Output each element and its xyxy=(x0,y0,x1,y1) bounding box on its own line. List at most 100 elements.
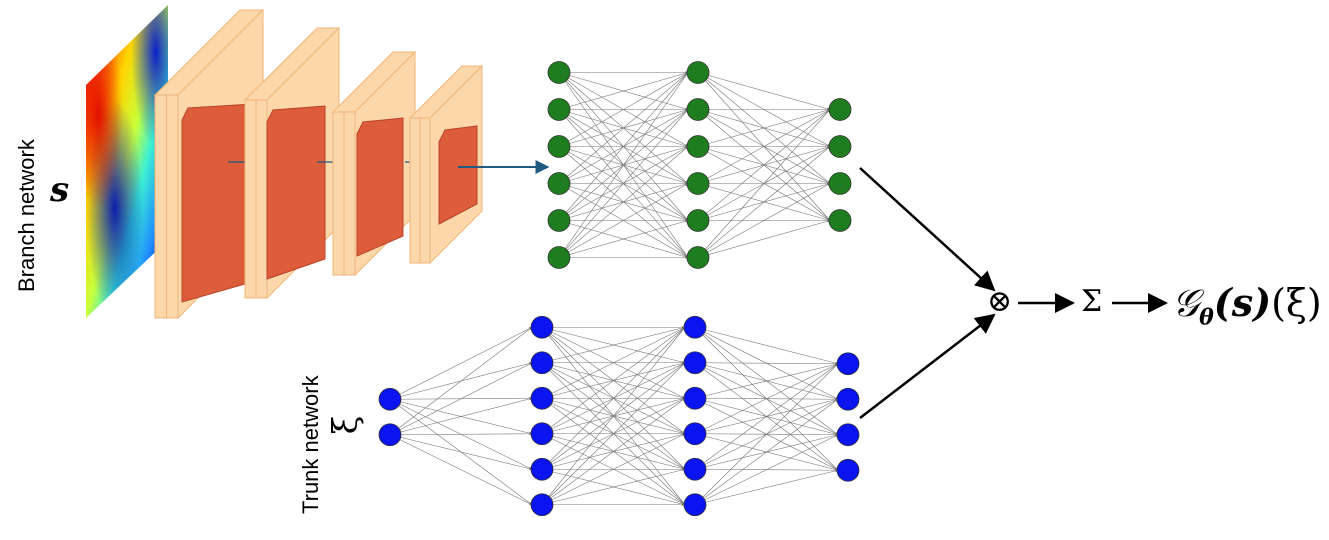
trunk-edge xyxy=(694,362,839,366)
output-expression: 𝒢θ(𝒔)(ξ) xyxy=(1172,280,1322,331)
conv-block-1 xyxy=(153,8,281,320)
trunk-edge xyxy=(389,326,533,400)
trunk-node-l2-1 xyxy=(530,315,554,339)
branch-node-l2-2 xyxy=(686,98,710,121)
trunk-node-l1-2 xyxy=(378,423,402,447)
conv-block-2 xyxy=(243,26,369,300)
trunk-node-l4-2 xyxy=(836,387,860,411)
branch-edge xyxy=(558,109,689,258)
trunk-nodes xyxy=(378,315,860,517)
sum-symbol: Σ xyxy=(1081,284,1103,319)
trunk-edges xyxy=(389,325,839,507)
conv-blocks xyxy=(153,8,484,320)
branch-edge xyxy=(558,183,689,258)
trunk-node-l2-5 xyxy=(530,457,554,481)
trunk-node-l3-1 xyxy=(683,315,707,339)
branch-nodes xyxy=(547,61,852,269)
trunk-node-l1-1 xyxy=(378,387,402,411)
trunk-node-l4-4 xyxy=(836,458,860,482)
trunk-edge xyxy=(541,468,686,506)
trunk-to-product-arrow xyxy=(859,313,996,419)
branch-node-l2-1 xyxy=(686,61,710,84)
branch-node-l3-4 xyxy=(828,209,852,232)
trunk-edge xyxy=(389,432,533,436)
branch-input-symbol: s xyxy=(50,170,70,210)
trunk-edge xyxy=(541,327,686,434)
branch-edge xyxy=(697,109,831,221)
operator-arg-s: (𝒔) xyxy=(1213,280,1272,325)
trunk-edge xyxy=(694,363,839,435)
branch-edge xyxy=(558,71,689,110)
trunk-edge xyxy=(541,327,686,505)
branch-edge xyxy=(558,72,689,258)
trunk-node-l3-4 xyxy=(683,422,707,446)
operator-symbol: 𝒢 xyxy=(1172,281,1200,325)
branch-node-l2-5 xyxy=(686,209,710,232)
trunk-node-l2-6 xyxy=(530,493,554,517)
branch-node-l2-6 xyxy=(686,246,710,269)
product-symbol: ⊗ xyxy=(987,284,1013,319)
trunk-edge xyxy=(694,362,839,399)
branch-node-l1-5 xyxy=(547,209,571,232)
branch-network-label: Branch network xyxy=(14,139,39,292)
conv-block-4 xyxy=(408,64,484,265)
trunk-edge xyxy=(389,397,533,436)
branch-edge xyxy=(697,109,831,258)
trunk-node-l2-3 xyxy=(530,386,554,410)
trunk-edge xyxy=(541,326,686,399)
trunk-node-l3-6 xyxy=(683,493,707,517)
conv-feature-map xyxy=(438,125,478,225)
trunk-node-l4-1 xyxy=(836,352,860,376)
trunk-node-l2-2 xyxy=(530,351,554,375)
trunk-edge xyxy=(541,398,686,505)
trunk-input-symbol: ξ xyxy=(325,415,366,435)
trunk-edge xyxy=(694,469,839,506)
conv-feature-map xyxy=(266,105,326,280)
branch-edge xyxy=(558,72,689,221)
trunk-edge xyxy=(694,363,839,470)
trunk-network-label: Trunk network xyxy=(298,375,323,514)
conv-feature-map xyxy=(356,117,404,257)
trunk-edge xyxy=(694,326,839,365)
trunk-edge xyxy=(389,327,533,435)
trunk-edge xyxy=(389,434,533,506)
trunk-edge xyxy=(694,363,839,505)
conv-block-3 xyxy=(331,50,446,277)
trunk-edge xyxy=(389,362,533,436)
trunk-edge xyxy=(694,399,839,505)
branch-node-l3-2 xyxy=(828,135,852,158)
branch-node-l1-6 xyxy=(547,246,571,269)
trunk-edge xyxy=(389,434,533,471)
branch-edge xyxy=(697,108,831,147)
trunk-edge xyxy=(541,326,686,364)
trunk-edge xyxy=(541,433,686,506)
operator-subscript: θ xyxy=(1199,304,1214,331)
operator-arg-xi: (ξ) xyxy=(1271,281,1322,325)
branch-edge xyxy=(558,146,689,258)
branch-node-l3-1 xyxy=(828,98,852,121)
branch-to-product-arrow xyxy=(859,167,996,292)
trunk-node-l3-2 xyxy=(683,351,707,375)
branch-edge xyxy=(697,72,831,111)
trunk-edge xyxy=(694,434,839,506)
branch-edge xyxy=(558,72,689,184)
input-field-image xyxy=(86,5,168,318)
trunk-edge xyxy=(541,362,686,505)
branch-node-l1-4 xyxy=(547,172,571,195)
branch-edge xyxy=(558,219,689,258)
branch-edge xyxy=(697,219,831,258)
trunk-edge xyxy=(541,327,686,470)
branch-edges xyxy=(558,71,831,259)
branch-node-l2-3 xyxy=(686,135,710,158)
trunk-node-l3-3 xyxy=(683,386,707,410)
branch-edge xyxy=(697,146,831,258)
branch-node-l2-4 xyxy=(686,172,710,195)
branch-node-l1-3 xyxy=(547,135,571,158)
trunk-node-l4-3 xyxy=(836,423,860,447)
branch-node-l3-3 xyxy=(828,172,852,195)
branch-node-l1-1 xyxy=(547,61,571,84)
branch-edge xyxy=(697,109,831,184)
trunk-node-l2-4 xyxy=(530,422,554,446)
